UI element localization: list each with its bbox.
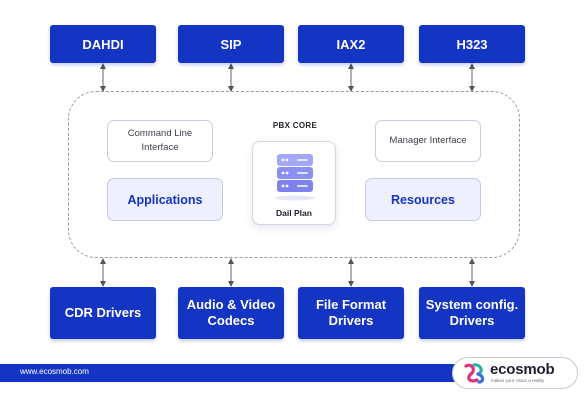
manager-interface-label: Manager Interface <box>389 135 467 146</box>
protocol-h323: H323 <box>419 25 525 63</box>
footer-bar: www.ecosmob.com <box>0 364 456 382</box>
command-line-interface-box: Command Line Interface <box>107 120 213 162</box>
driver-file-format: File Format Drivers <box>298 287 404 339</box>
applications-box: Applications <box>107 178 223 221</box>
protocol-sip: SIP <box>178 25 284 63</box>
footer-url[interactable]: www.ecosmob.com <box>20 367 89 376</box>
driver-cdr: CDR Drivers <box>50 287 156 339</box>
protocol-dahdi: DAHDI <box>50 25 156 63</box>
driver-audio-video-codecs: Audio & Video Codecs <box>178 287 284 339</box>
brand-tagline: makes your vision a reality <box>491 378 545 383</box>
pbx-core-boundary <box>68 91 520 258</box>
protocol-iax2: IAX2 <box>298 25 404 63</box>
resources-label: Resources <box>391 192 455 207</box>
resources-box: Resources <box>365 178 481 221</box>
dial-plan-label: Dail Plan <box>276 208 312 218</box>
manager-interface-box: Manager Interface <box>375 120 481 162</box>
brand-name: ecosmob <box>490 361 555 378</box>
dial-plan-card: Dail Plan <box>252 141 336 225</box>
driver-system-config: System config. Drivers <box>419 287 525 339</box>
ecosmob-logo: ecosmob makes your vision a reality <box>452 357 578 389</box>
pbx-core-title: PBX CORE <box>272 121 318 130</box>
applications-label: Applications <box>127 192 203 207</box>
command-line-interface-label: Command Line Interface <box>127 128 193 153</box>
ecosmob-logo-icon <box>464 363 485 384</box>
server-stack-icon <box>275 154 315 201</box>
